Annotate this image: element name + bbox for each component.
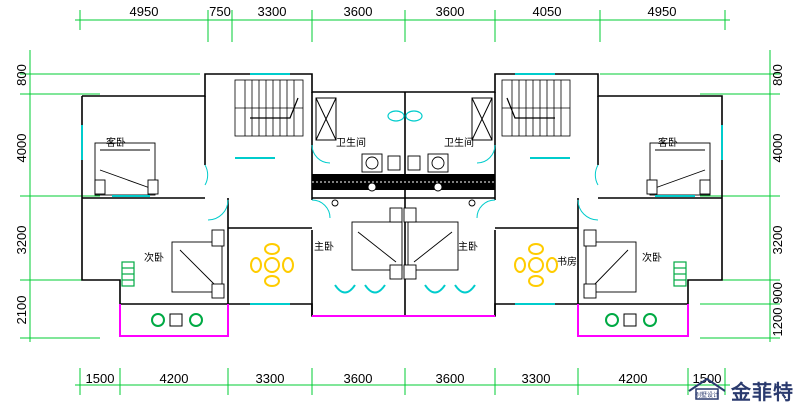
room-study: 书房 [557,255,577,268]
windows [81,73,723,305]
dim-left-3: 3200 [14,226,29,255]
dimension-lines [20,10,780,395]
bottom-dimension-labels: 1500 4200 3300 3600 3600 3300 4200 1500 [86,371,722,386]
room-guest-right: 客卧 [658,136,678,149]
room-second-left: 次卧 [144,251,164,264]
shafts [315,97,493,141]
house-logo-icon: 别墅设计 [688,377,726,400]
yellow-furniture [250,243,558,287]
dim-bottom-1: 1500 [86,371,115,386]
brand-logo: 别墅设计 金菲特 [687,375,794,405]
dim-left-2: 4000 [14,134,29,163]
dim-bottom-3: 3300 [256,371,285,386]
room-bath-left: 卫生间 [336,136,366,149]
bath-fixtures [331,153,476,207]
dim-top-2: 750 [209,4,231,19]
dim-top-4: 3600 [344,4,373,19]
brand-mark-caption: 别墅设计 [695,391,719,399]
wardrobe-strip [312,174,495,190]
balcony-tables [169,313,637,327]
brand-name: 金菲特 [731,379,794,404]
dim-top-5: 3600 [436,4,465,19]
dim-left-1: 800 [14,64,29,86]
room-master-right: 主卧 [458,240,478,253]
room-labels: 客卧 客卧 卫生间 卫生间 次卧 次卧 主卧 主卧 书房 [106,136,678,268]
dim-right-2: 4000 [770,134,785,163]
dim-bottom-7: 4200 [619,371,648,386]
dim-top-3: 3300 [258,4,287,19]
left-dimension-labels: 800 4000 3200 2100 [14,64,29,324]
beds [94,142,711,299]
dim-bottom-2: 4200 [160,371,189,386]
dim-right-4: 900 [770,282,785,304]
dim-right-3: 3200 [770,226,785,255]
top-dimension-labels: 4950 750 3300 3600 3600 4050 4950 [130,4,677,19]
room-master-left: 主卧 [314,240,334,253]
dim-left-4: 2100 [14,296,29,325]
right-dimension-labels: 800 4000 3200 900 1200 [770,64,785,336]
planters [121,261,687,287]
dim-right-1: 800 [770,64,785,86]
dim-bottom-4: 3600 [344,371,373,386]
room-second-right: 次卧 [642,251,662,264]
balcony-furniture [151,313,657,327]
dim-top-1: 4950 [130,4,159,19]
staircase-left [234,79,304,137]
staircase-right [501,79,571,137]
room-bath-right: 卫生间 [444,136,474,149]
doors [204,144,599,221]
room-guest-left: 客卧 [106,136,126,149]
dim-top-6: 4050 [533,4,562,19]
mirror-ellipses [387,110,423,122]
dim-right-5: 1200 [770,308,785,337]
dim-top-7: 4950 [648,4,677,19]
balconies [119,304,689,337]
dim-bottom-5: 3600 [436,371,465,386]
dim-bottom-6: 3300 [522,371,551,386]
